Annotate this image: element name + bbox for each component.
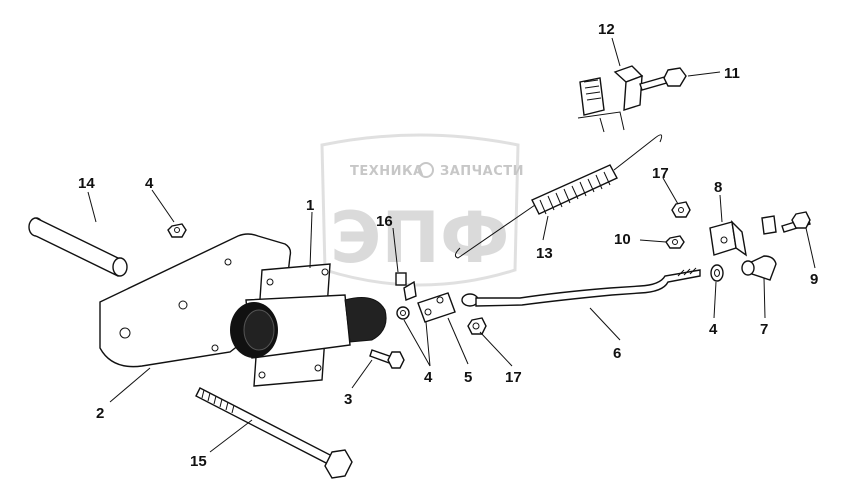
clevis-group	[395, 272, 487, 335]
callout-3: 3	[344, 391, 352, 408]
callout-labels: 14 4 1 2 3 15 16 4 5 17 6 12 11 13 17 8 …	[78, 21, 818, 470]
upper-bracket	[577, 65, 644, 133]
watermark-logo: ЭПФ	[330, 197, 509, 279]
screw-9	[761, 211, 811, 235]
long-bolt	[195, 387, 353, 479]
gear-icon	[418, 162, 434, 178]
callout-7: 7	[760, 321, 768, 338]
nut-17-top	[671, 201, 691, 218]
callout-1: 1	[306, 197, 314, 214]
callout-4-right: 4	[709, 321, 718, 338]
callout-2: 2	[96, 405, 104, 422]
spring	[454, 134, 663, 259]
callout-15: 15	[190, 453, 207, 470]
watermark: ТЕХНИКА ЗАПЧАСТИ ЭПФ	[320, 133, 524, 287]
callout-14: 14	[78, 175, 95, 192]
ball-joint	[741, 255, 777, 281]
callout-6: 6	[613, 345, 621, 362]
watermark-right-text: ЗАПЧАСТИ	[440, 164, 524, 179]
solenoid	[230, 263, 387, 387]
callout-17-upper: 17	[652, 165, 669, 182]
callout-13: 13	[536, 245, 553, 262]
callout-4: 4	[145, 175, 154, 192]
bolt-11	[639, 67, 687, 91]
leader-lines	[87, 37, 816, 453]
watermark-left-text: ТЕХНИКА	[350, 164, 424, 179]
bracket-8	[709, 219, 747, 257]
small-bolt	[369, 349, 405, 369]
callout-10: 10	[614, 231, 631, 248]
nut-10	[665, 235, 685, 249]
callout-4-center: 4	[424, 369, 433, 386]
sleeve-part	[28, 217, 128, 277]
callout-17-lower: 17	[505, 369, 522, 386]
washer-right	[710, 264, 724, 282]
callout-5: 5	[464, 369, 472, 386]
control-rod	[461, 267, 701, 307]
callout-12: 12	[598, 21, 615, 38]
callout-16: 16	[376, 213, 393, 230]
callout-9: 9	[810, 271, 818, 288]
callout-11: 11	[724, 65, 740, 82]
nut-4-left	[167, 223, 187, 238]
callout-8: 8	[714, 179, 722, 196]
